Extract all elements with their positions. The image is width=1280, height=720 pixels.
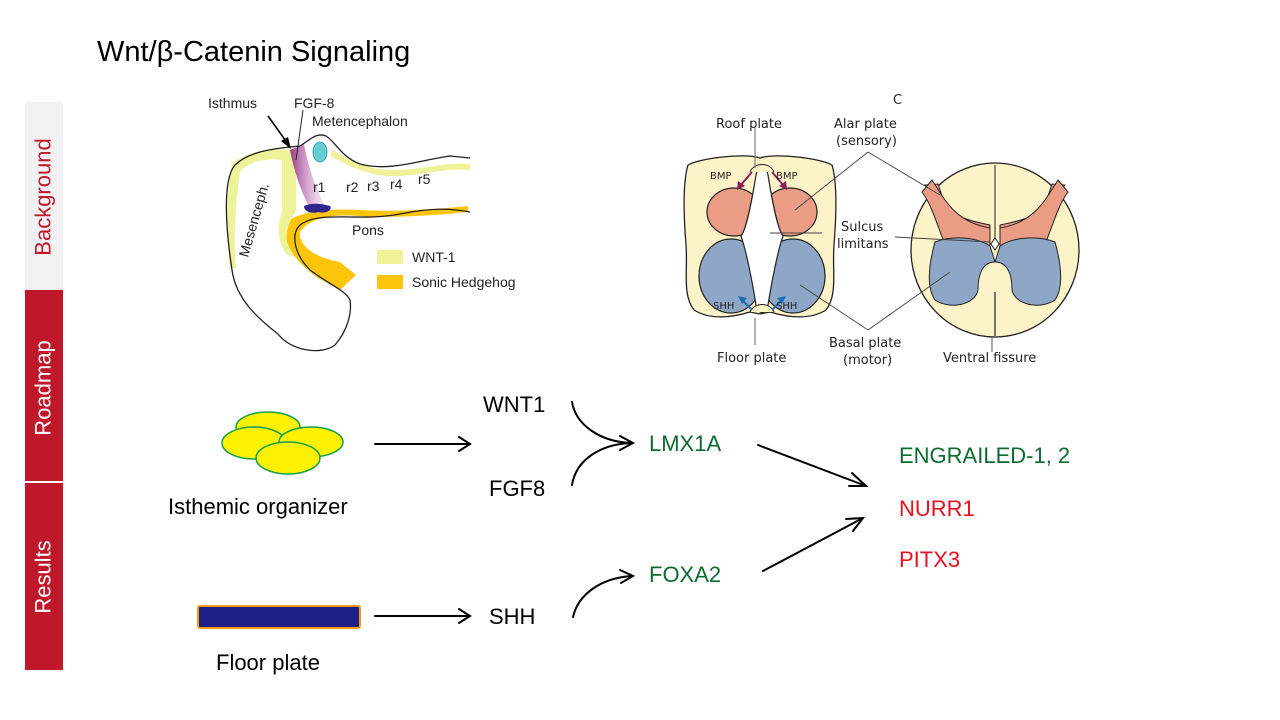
shh-right-label: SHH: [776, 301, 797, 312]
bmp-right-label: BMP: [776, 171, 798, 182]
shh-arrow-left-icon: [738, 296, 747, 304]
target-nurr1: NURR1: [899, 496, 975, 521]
panel-letter: C: [893, 93, 902, 108]
bmp-left-label: BMP: [710, 171, 732, 182]
isthemic-organizer-label: Isthemic organizer: [168, 494, 348, 519]
arrow-foxa2-to-targets: [762, 516, 866, 572]
floor-plate-bar-icon: [197, 605, 361, 629]
shh-region: [285, 206, 468, 290]
wnt1-dorsal-region: [330, 150, 470, 177]
fgf8-region: [290, 144, 325, 208]
nav-tab-results[interactable]: Results: [25, 483, 63, 670]
arrow-lmx1a-to-targets: [757, 444, 869, 487]
cell-cluster-icon: [221, 411, 344, 475]
basal-plate-sublabel: (motor): [843, 353, 892, 368]
signal-fgf8: FGF8: [489, 476, 546, 501]
active-tab-indicator: [25, 290, 63, 295]
r5-label: r5: [418, 171, 431, 187]
floor-plate-label: Floor plate: [216, 650, 320, 675]
shh-left-label: SHH: [713, 301, 734, 312]
intermediate-lmx1a: LMX1A: [649, 431, 722, 456]
fgf8-label: FGF-8: [294, 95, 335, 111]
basal-plate-label: Basal plate: [829, 336, 901, 351]
bmp-arrow-left-icon: [737, 181, 745, 190]
wnt1-region: [227, 149, 296, 268]
arrow-organizer-to-signals: [374, 436, 472, 452]
target-pitx3: PITX3: [899, 547, 961, 572]
brain-outline: [225, 145, 471, 352]
nav-tab-roadmap[interactable]: Roadmap: [25, 295, 63, 481]
brain-region-figure: Isthmus FGF-8 Metencephalon Mesenceph. r…: [208, 95, 516, 352]
spinal-cord-figure: BMP BMP SHH SHH C Roof plate Alar plate …: [683, 93, 1080, 368]
arrow-shh-to-foxa2: [572, 569, 636, 618]
pons-label: Pons: [352, 222, 384, 238]
intermediate-foxa2: FOXA2: [649, 562, 722, 587]
legend-label-wnt1: WNT-1: [412, 249, 456, 265]
signal-shh: SHH: [489, 604, 536, 629]
r4-label: r4: [390, 176, 403, 192]
legend-swatch-shh: [377, 275, 403, 289]
legend-swatch-wnt1: [377, 250, 403, 264]
ventral-fissure-label: Ventral fissure: [943, 351, 1036, 366]
slide-title: Wnt/β-Catenin Signaling: [97, 36, 411, 68]
sulcus-label: Sulcus: [841, 220, 883, 235]
floor-plate-label: Floor plate: [717, 351, 786, 366]
target-engrailed: ENGRAILED-1, 2: [899, 443, 1071, 468]
metencephalon-label: Metencephalon: [312, 113, 408, 129]
isthmus-arrow-icon: [281, 137, 291, 149]
arrow-wnt1-fgf8-to-lmx1a: [571, 401, 636, 486]
alar-plate-sublabel: (sensory): [836, 134, 897, 149]
lumen: [740, 166, 784, 314]
sulcus-sublabel: limitans: [837, 237, 889, 252]
roof-plate-label: Roof plate: [716, 117, 782, 132]
r1-ventral-blob: [304, 203, 331, 213]
bmp-arrow-right-icon: [779, 181, 787, 190]
arrow-floorplate-to-shh: [374, 608, 472, 624]
r3-label: r3: [367, 178, 380, 194]
r2-label: r2: [346, 179, 359, 195]
alar-plate-label: Alar plate: [834, 117, 897, 132]
legend-label-shh: Sonic Hedgehog: [412, 274, 516, 290]
shh-arrow-right-icon: [777, 296, 786, 304]
signal-wnt1: WNT1: [483, 392, 546, 417]
metencephalon-blob: [312, 141, 328, 163]
r1-label: r1: [313, 179, 326, 195]
nav-tab-background[interactable]: Background: [25, 102, 63, 292]
basal-region-right: [994, 237, 1062, 306]
isthmus-label: Isthmus: [208, 95, 257, 111]
